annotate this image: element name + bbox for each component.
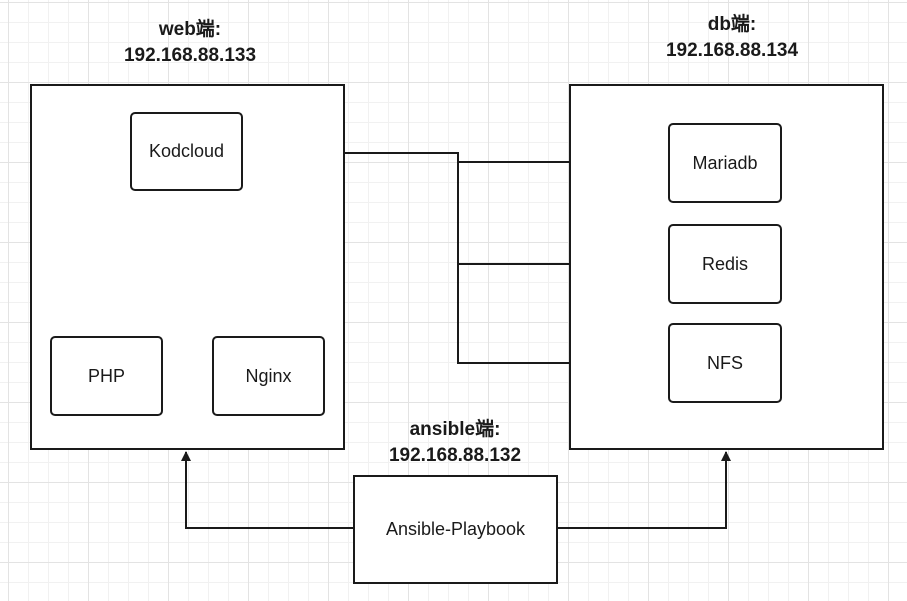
- kodcloud-label: Kodcloud: [148, 141, 225, 161]
- mariadb-node[interactable]: Mariadb: [668, 123, 782, 203]
- nginx-label: Nginx: [245, 365, 292, 386]
- kodcloud-node[interactable]: Kodcloud: [130, 112, 243, 191]
- ansible-to-web-arrow: [181, 451, 353, 529]
- ansible-playbook-label: Ansible-Playbook: [385, 519, 526, 539]
- php-node[interactable]: PHP: [50, 336, 163, 416]
- ansible-heading: ansible端: 192.168.88.132: [345, 417, 565, 469]
- redis-label: Redis: [701, 253, 749, 274]
- db-server-title: db端:: [707, 14, 757, 35]
- php-label: PHP: [87, 365, 125, 386]
- web-server-ip: 192.168.88.133: [123, 45, 257, 66]
- web-server-title: web端:: [158, 19, 222, 40]
- nfs-label: NFS: [707, 352, 743, 373]
- nginx-node[interactable]: Nginx: [212, 336, 325, 416]
- ansible-to-db-arrow: [557, 451, 731, 529]
- mariadb-label: Mariadb: [692, 152, 758, 173]
- web-server-heading: web端: 192.168.88.133: [80, 17, 300, 69]
- ansible-playbook-node[interactable]: Ansible-Playbook: [353, 475, 558, 584]
- db-server-ip: 192.168.88.134: [665, 40, 799, 61]
- redis-node[interactable]: Redis: [668, 224, 782, 304]
- ansible-title: ansible端:: [409, 419, 501, 440]
- nfs-node[interactable]: NFS: [668, 323, 782, 403]
- ansible-ip: 192.168.88.132: [388, 445, 522, 466]
- db-server-heading: db端: 192.168.88.134: [622, 12, 842, 64]
